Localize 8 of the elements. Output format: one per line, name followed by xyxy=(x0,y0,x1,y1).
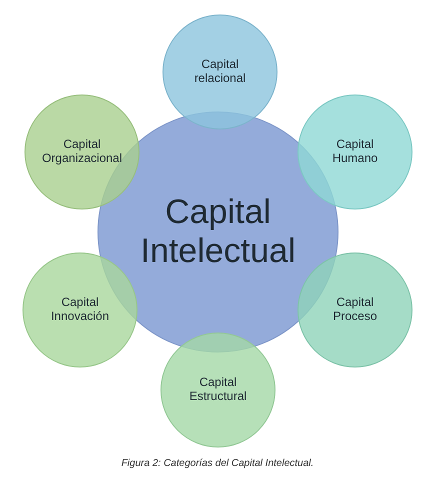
category-label: Capital Innovación xyxy=(50,296,110,324)
figure-caption: Figura 2: Categorías del Capital Intelectual. xyxy=(121,458,314,469)
category-label: Capital Organizacional xyxy=(40,138,124,166)
category-label: Capital Humano xyxy=(331,138,379,166)
category-label: Capital Estructural xyxy=(188,376,248,404)
category-label: Capital Proceso xyxy=(332,296,378,324)
category-label: Capital relacional xyxy=(193,58,247,86)
central-concept-label: Capital Intelectual xyxy=(140,192,296,272)
